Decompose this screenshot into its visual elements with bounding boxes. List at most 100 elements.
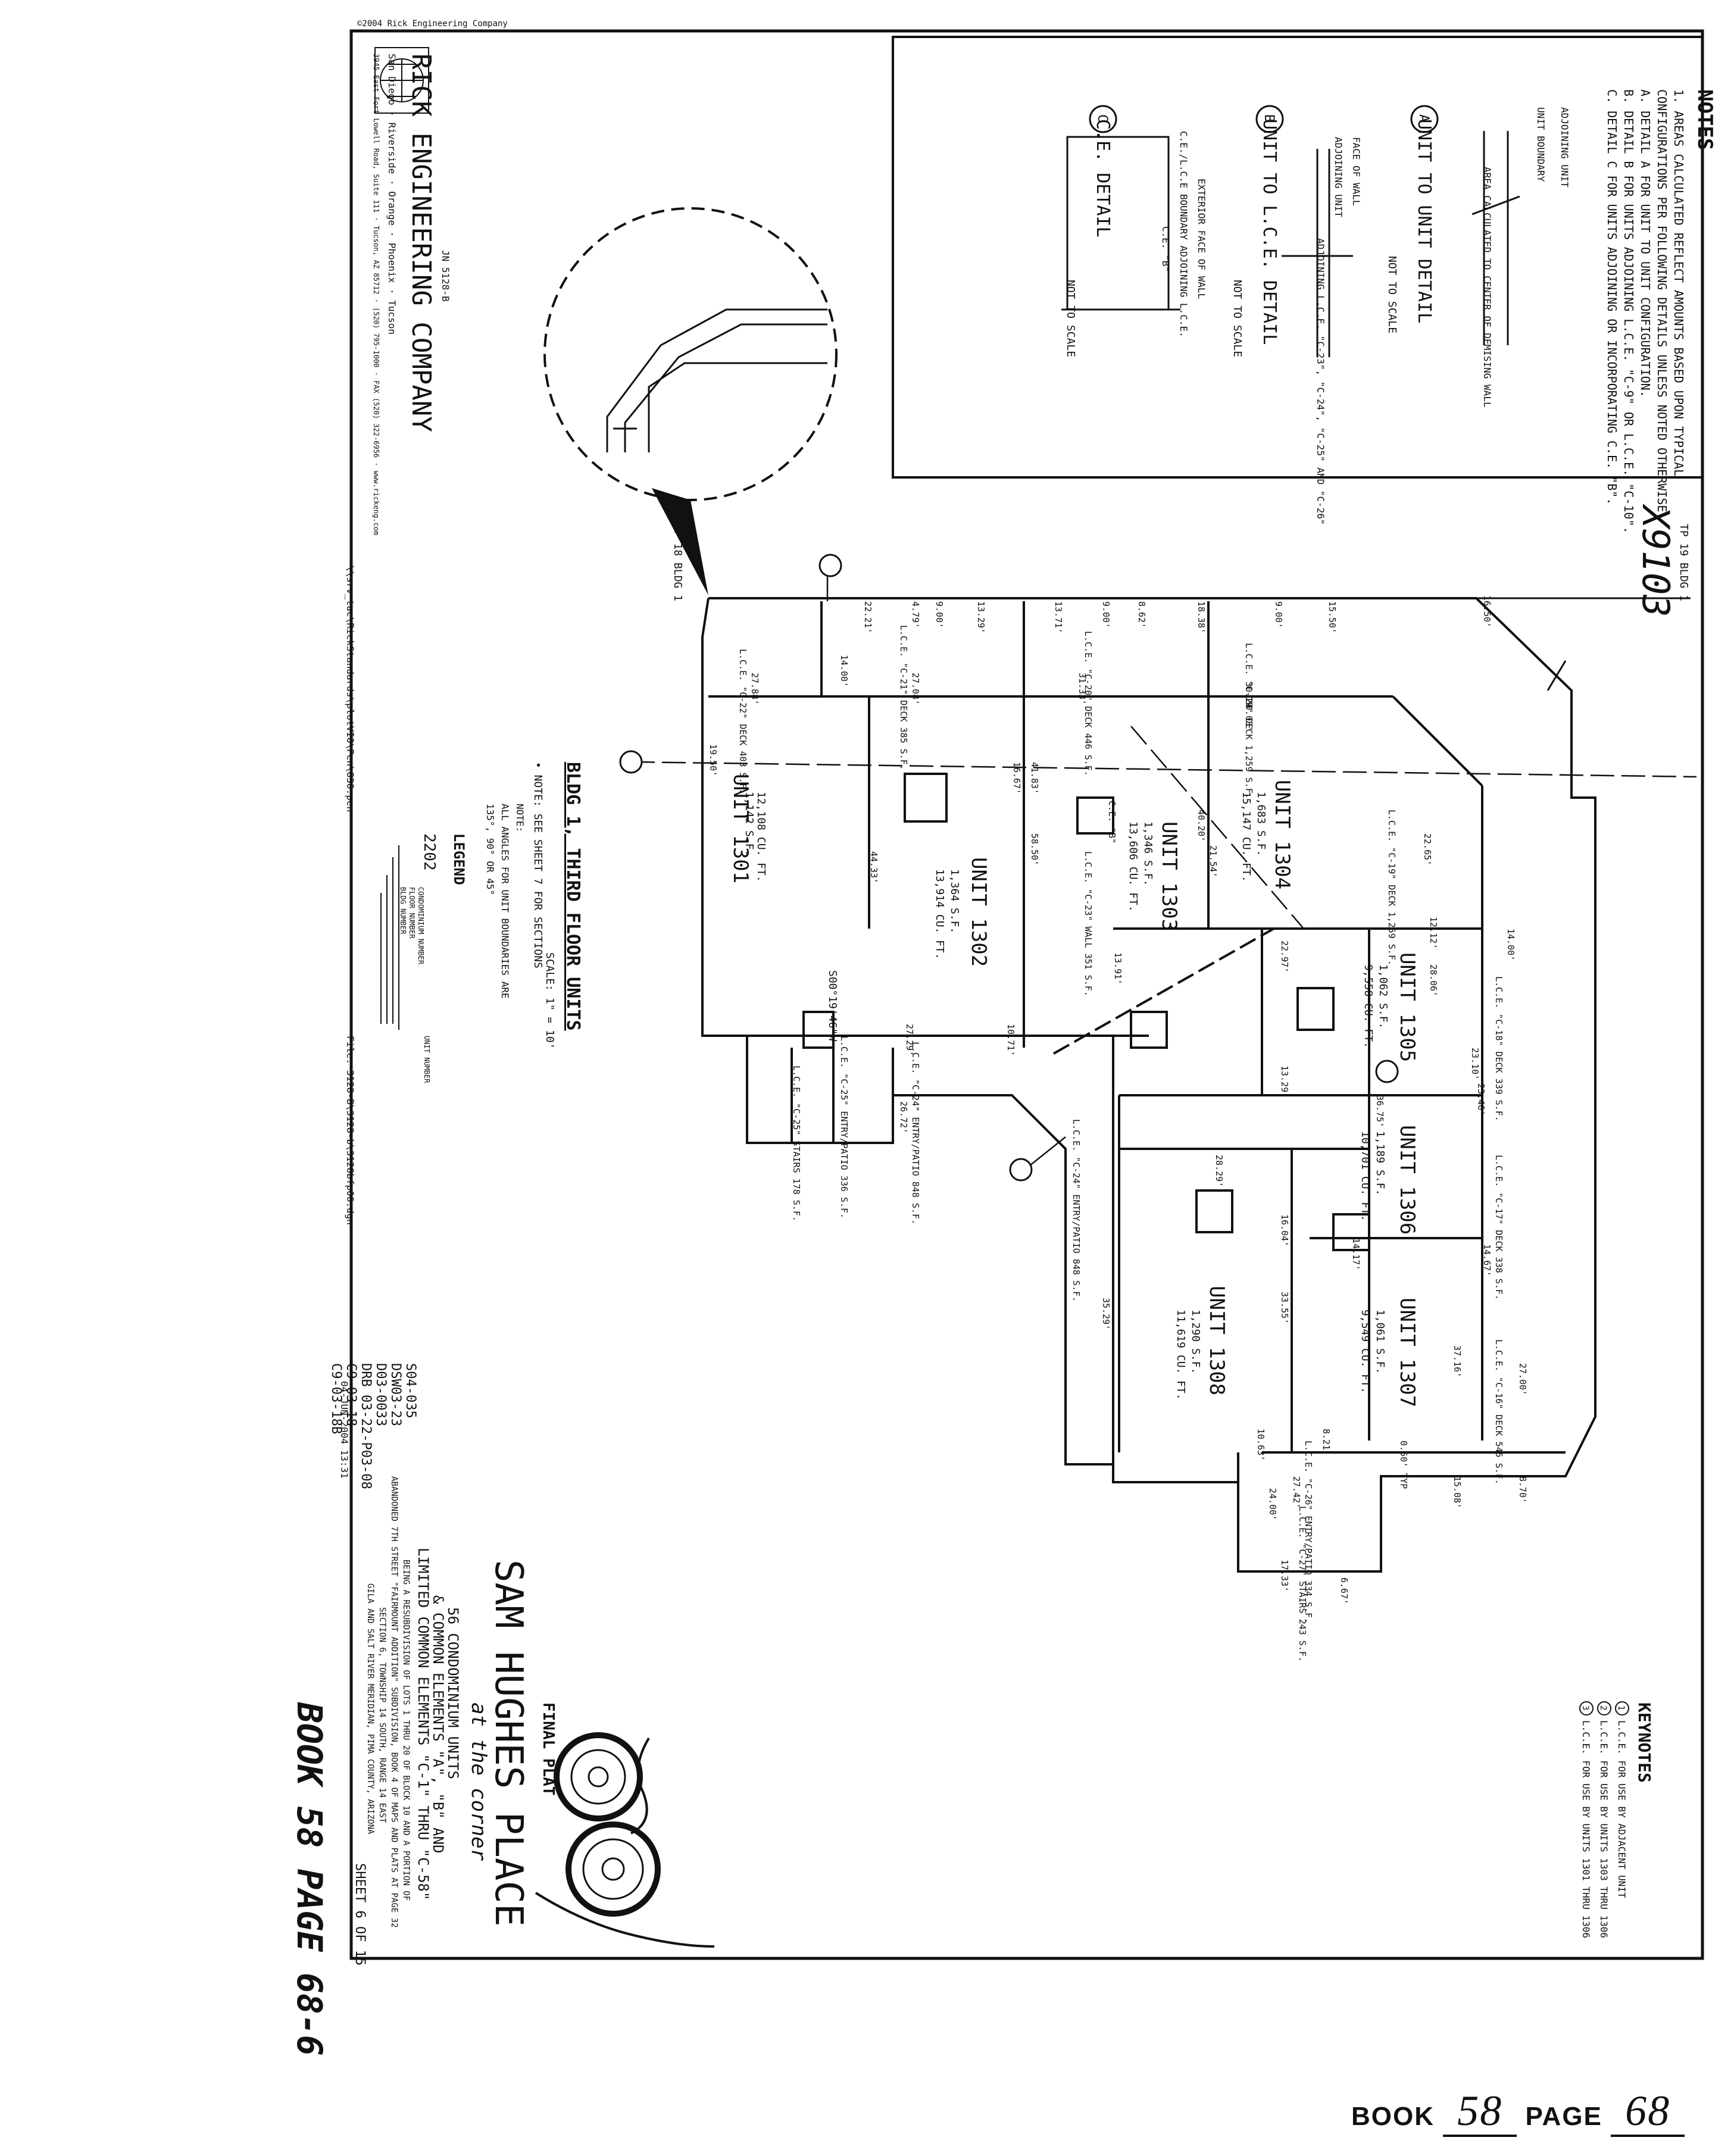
unit-volume: 10,701 CU. FT. — [1359, 1131, 1371, 1221]
copyright: ©2004 Rick Engineering Company — [357, 19, 508, 29]
unit-label: UNIT 1308 — [1205, 1286, 1229, 1395]
dimension: 13.71' — [1053, 601, 1064, 633]
plat-line: BEING A RESUBDIVISION OF LOTS 1 THRU 20 … — [401, 1560, 411, 1901]
note-line: 1. AREAS CALCULATED REFLECT AMOUNTS BASE… — [1671, 89, 1686, 476]
unit-volume: 9,549 CU. FT. — [1359, 1310, 1371, 1393]
dimension-labels: 22.21' 4.79' 9.00' 13.29' 13.71' 9.00' 8… — [708, 595, 1528, 1604]
dimension: 23.10' — [1470, 1048, 1480, 1080]
detail-pointer — [652, 488, 708, 595]
unit-area: 1,290 S.F. — [1189, 1310, 1202, 1374]
lce-label: L.C.E. "C-24" ENTRY/PATIO 848 S.F. — [1071, 1119, 1082, 1302]
bldg-scale: SCALE: 1" = 10' — [543, 952, 556, 1049]
dimension: 8.62' — [1136, 601, 1147, 628]
dimension: 8.70' — [1517, 1476, 1528, 1503]
detail-b-label: FACE OF WALL — [1351, 137, 1362, 206]
dimension: 37.16' — [1452, 1345, 1463, 1377]
dimension: 13.29' — [976, 601, 986, 633]
detail-a-title: UNIT TO UNIT DETAIL — [1414, 119, 1435, 323]
tie-label: TP 19 BLDG 1 — [1677, 524, 1690, 601]
case-number: DSW03-23 — [388, 1363, 403, 1426]
dimension: 33.55' — [1279, 1292, 1290, 1324]
final-plat-label: FINAL PLAT — [539, 1702, 557, 1796]
dimension: 31.33' — [1077, 673, 1088, 705]
dimension: 21.54' — [1208, 845, 1219, 877]
case-number: C9-03-18 — [343, 1363, 358, 1426]
detail-c-label: C.E./L.C.E BOUNDARY ADJOINING L.C.E. — [1178, 131, 1189, 338]
dimension: 16.04' — [1279, 1214, 1290, 1246]
svg-text:1: 1 — [1616, 1705, 1626, 1710]
dimension: 27.08' — [910, 673, 921, 705]
keynote-1: 1 L.C.E. FOR USE BY ADJACENT UNIT — [1615, 1701, 1629, 1898]
detail-b-scale: NOT TO SCALE — [1231, 280, 1244, 357]
dimension: 27.42' — [1291, 1476, 1302, 1508]
dimension: 35.29' — [1101, 1298, 1111, 1330]
lce-label: L.C.E. "C-25" ENTRY/PATIO 336 S.F. — [839, 1036, 849, 1218]
plat-subtitle: at the corner — [467, 1702, 490, 1861]
unit-volume: 13,606 CU. FT. — [1127, 821, 1139, 912]
notes-heading: NOTES — [1693, 89, 1717, 150]
unit-area: 1,142 S.F. — [743, 792, 755, 856]
detail-c-label: EXTERIOR FACE OF WALL — [1196, 179, 1207, 299]
detail-a-label: UNIT BOUNDARY — [1535, 107, 1546, 182]
unit-area: 1,061 S.F. — [1374, 1310, 1386, 1374]
tie-lines — [1476, 597, 1691, 691]
unit-volume: 15,147 CU. FT. — [1240, 792, 1252, 882]
svg-text:L.C.E. FOR USE BY UNITS 1301 T: L.C.E. FOR USE BY UNITS 1301 THRU 1306 — [1580, 1720, 1592, 1938]
recording-stamp: BOOK 58 PAGE 68 — [1351, 2086, 1685, 2137]
unit-label: UNIT 1301 — [729, 774, 752, 883]
dimension: 0.50' TYP — [1398, 1441, 1409, 1489]
lce-label: L.C.E. "C-16" DECK 545 S.F. — [1494, 1339, 1504, 1485]
plat-line: 56 CONDOMINIUM UNITS — [445, 1607, 461, 1779]
case-number: D03-0033 — [373, 1363, 388, 1426]
plat-line: GILA AND SALT RIVER MERIDIAN, PIMA COUNT… — [365, 1583, 375, 1835]
dimension: 13.29' — [1279, 1065, 1290, 1098]
section-marker-icon — [818, 554, 842, 577]
unit-volume: 12,108 CU. FT. — [755, 792, 767, 882]
dimension: 40.20' — [1196, 810, 1207, 842]
svg-text:L.C.E. FOR USE BY UNITS 1303 T: L.C.E. FOR USE BY UNITS 1303 THRU 1306 — [1598, 1720, 1610, 1938]
dimension: 27.88' — [749, 673, 760, 705]
unit-area: 1,189 S.F. — [1374, 1131, 1386, 1195]
file-name: File: 3128-B\3128-b\3128bfp06.dgn — [345, 1036, 356, 1225]
note-line: CONFIGURATIONS PER FOLLOWING DETAILS UNL… — [1655, 89, 1669, 519]
unit-area: 1,364 S.F. — [948, 869, 961, 933]
company-name: RICK ENGINEERING COMPANY — [406, 54, 436, 432]
notes-panel — [892, 36, 1704, 479]
dimension: 30.03' — [1244, 699, 1254, 732]
detail-a-badge: A — [1410, 105, 1439, 133]
building-outline — [701, 597, 1596, 1573]
dimension: 41.83' — [1029, 762, 1040, 794]
plat-line: SECTION 6, TOWNSHIP 14 SOUTH, RANGE 14 E… — [377, 1607, 387, 1823]
dimension: 23.46' — [1476, 1083, 1486, 1116]
case-number: S04-035 — [403, 1363, 418, 1418]
dimension: 18.38' — [1196, 601, 1207, 633]
unit-label: UNIT 1304 — [1270, 780, 1294, 889]
dimension: 24.00' — [1267, 1488, 1278, 1520]
dimension: 8.21' — [1321, 1429, 1332, 1455]
lce-label: L.C.E. "C-19" DECK 1,259 S.F. — [1244, 643, 1254, 799]
note-line: B. DETAIL B FOR UNITS ADJOINING L.C.E. "… — [1621, 89, 1636, 534]
dimension: 14.17' — [1351, 1238, 1361, 1270]
dimension: 9.00' — [1273, 601, 1284, 628]
company-logo-icon — [374, 47, 429, 114]
dimension: 9.00' — [1101, 601, 1111, 628]
legend-item: CONDOMINIUM NUMBER — [417, 887, 425, 965]
legend-item: FLOOR NUMBER — [408, 887, 416, 939]
dimension: 58.50' — [1029, 833, 1040, 865]
lce-label: L.C.E. "C-20" DECK 446 S.F. — [1083, 631, 1093, 776]
detail-c-title: C.E. DETAIL — [1092, 119, 1113, 238]
section-marker-icon — [619, 750, 643, 774]
dimension: 28.06' — [1428, 964, 1439, 996]
unit-area: 1,683 S.F. — [1255, 792, 1267, 856]
case-number: C9-03-18B — [329, 1363, 343, 1434]
dimension: 9.00' — [934, 601, 945, 628]
dimension: 27.00' — [1517, 1363, 1528, 1395]
company-address: 3945 East Fort Lowell Road, Suite 111 · … — [372, 54, 380, 535]
company-jn: JN 5128-B — [440, 250, 451, 302]
unit-label: UNIT 1303 — [1157, 821, 1181, 931]
dimension: 30.24' — [1244, 682, 1254, 714]
dimension: 36.75' — [1374, 1095, 1385, 1127]
dimension: 28.29' — [1214, 1155, 1224, 1187]
section-markers — [619, 554, 1399, 1182]
